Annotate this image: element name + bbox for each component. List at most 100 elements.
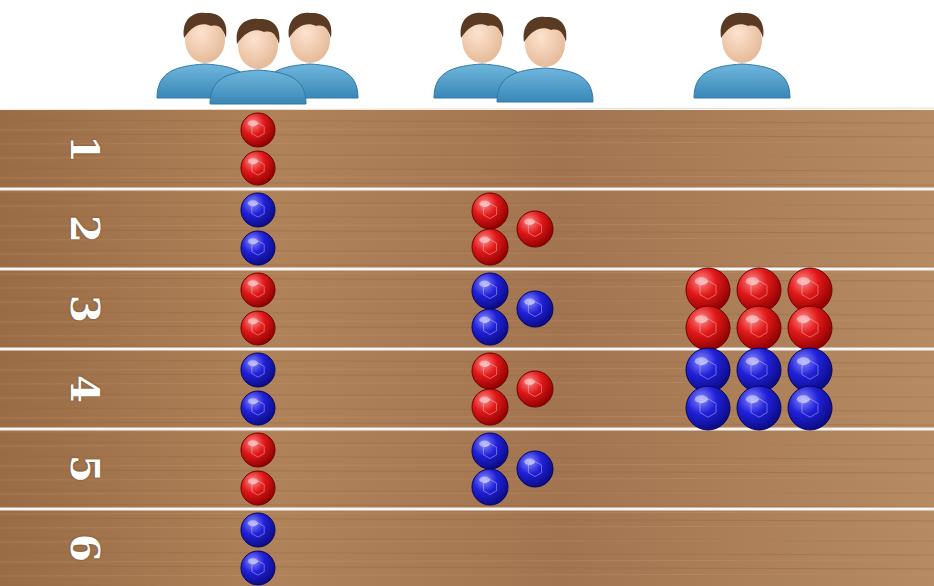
ball: [241, 311, 275, 345]
wood-grain: [0, 346, 934, 349]
wood-grain: [0, 230, 934, 233]
ball: [686, 268, 730, 312]
wood-grain: [0, 574, 934, 576]
ball: [241, 391, 275, 425]
wood-grain: [0, 552, 934, 555]
row-separator: [0, 428, 934, 431]
wood-grain: [0, 154, 934, 157]
wood-board: [0, 110, 934, 586]
wood-grain: [0, 108, 934, 110]
row-number: 4: [65, 375, 105, 403]
wood-grain: [0, 204, 934, 206]
row-band: 5: [0, 430, 934, 508]
ball: [241, 231, 275, 265]
ball: [241, 193, 275, 227]
wood-grain: [0, 182, 934, 185]
wood-grain: [0, 444, 934, 446]
wood-grain: [0, 512, 934, 514]
ball: [686, 306, 730, 350]
row-separator: [0, 188, 934, 191]
ball: [788, 306, 832, 350]
wood-grain: [0, 120, 934, 123]
ball: [241, 471, 275, 505]
wood-grain: [0, 464, 934, 466]
ball: [472, 193, 508, 229]
wood-grain: [0, 272, 934, 274]
ball: [517, 451, 553, 487]
ball: [472, 469, 508, 505]
row-band: 4: [0, 350, 934, 428]
wood-grain: [0, 492, 934, 494]
wood-grain: [0, 442, 934, 445]
ball: [241, 433, 275, 467]
ball: [241, 551, 275, 585]
ball: [241, 353, 275, 387]
row-band: 2: [0, 190, 934, 268]
wood-grain: [0, 142, 934, 144]
wood-grain: [0, 430, 934, 432]
row-number: 2: [65, 215, 105, 243]
wood-grain: [0, 538, 934, 541]
person-icon: [210, 19, 306, 104]
wood-grain: [0, 156, 934, 158]
row-number: 6: [65, 534, 105, 562]
wood-grain: [0, 176, 934, 178]
row-band: 3: [0, 270, 934, 348]
ball: [788, 348, 832, 392]
ball: [737, 268, 781, 312]
wood-grain: [0, 202, 934, 205]
ball: [472, 229, 508, 265]
ball: [472, 273, 508, 309]
ball: [241, 151, 275, 185]
ball: [788, 386, 832, 430]
ball: [737, 306, 781, 350]
wood-grain: [0, 252, 934, 254]
ball: [517, 291, 553, 327]
ball: [241, 513, 275, 547]
ball: [788, 268, 832, 312]
wood-grain: [0, 566, 934, 569]
wood-grain: [0, 518, 934, 521]
wood-grain: [0, 264, 934, 267]
wood-grain: [0, 470, 934, 473]
wood-grain: [0, 168, 934, 171]
row-band: 1: [0, 110, 934, 188]
wood-grain: [0, 128, 934, 130]
ball: [472, 433, 508, 469]
ball: [241, 273, 275, 307]
wood-grain: [0, 190, 934, 192]
ball: [517, 371, 553, 407]
ball: [241, 113, 275, 147]
ball: [472, 353, 508, 389]
row-number: 3: [65, 295, 105, 323]
ball: [472, 309, 508, 345]
row-separator: [0, 268, 934, 271]
wood-grain: [0, 526, 934, 528]
row-band: 6: [0, 510, 934, 586]
wood-grain: [0, 540, 934, 542]
wood-grain: [0, 216, 934, 219]
ball: [517, 211, 553, 247]
ball: [737, 348, 781, 392]
wood-grain: [0, 478, 934, 480]
ball: [686, 348, 730, 392]
wood-grain: [0, 490, 934, 493]
row-number: 1: [65, 135, 105, 163]
ball: [472, 389, 508, 425]
wood-grain: [0, 560, 934, 562]
person-icon: [694, 13, 790, 98]
ball: [686, 386, 730, 430]
row-separator: [0, 348, 934, 351]
row-number: 5: [65, 455, 105, 483]
wood-grain: [0, 238, 934, 240]
wood-grain: [0, 250, 934, 253]
wood-grain: [0, 504, 934, 507]
ball: [737, 386, 781, 430]
wood-grain: [0, 224, 934, 226]
person-icon: [497, 17, 593, 102]
wood-grain: [0, 134, 934, 137]
row-separator: [0, 508, 934, 511]
wood-grain: [0, 456, 934, 459]
